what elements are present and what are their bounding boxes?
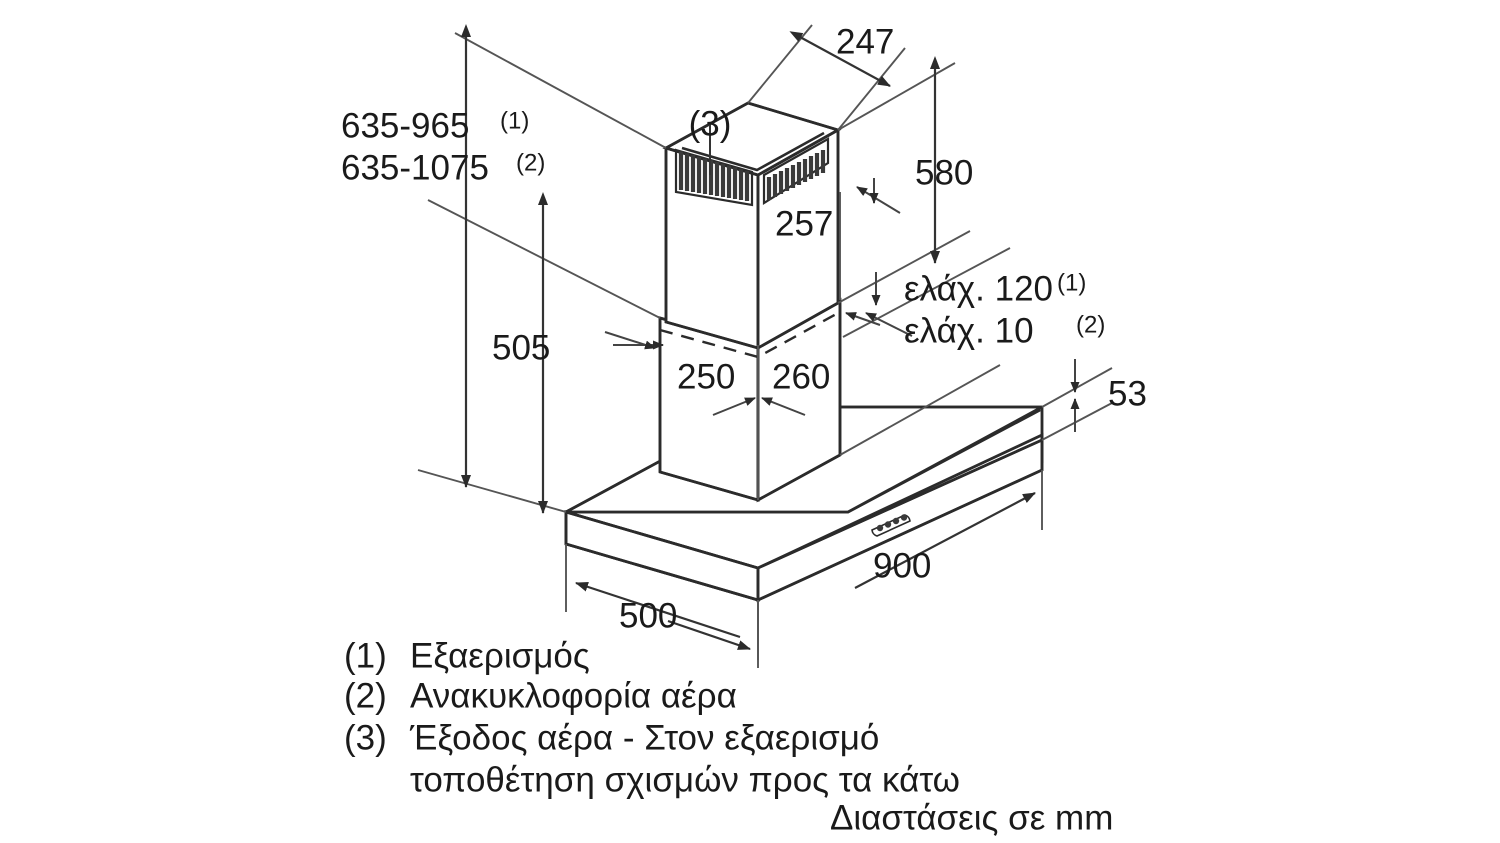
dimension-labels: 635-965 (1) 635-1075 (2) 247 580 (3) 257… [341,22,1147,635]
legend-block: (1) Εξαερισμός (2) Ανακυκλοφορία αέρα (3… [344,636,1113,837]
label-canopy-width: 900 [873,546,931,585]
label-canopy-depth: 500 [619,596,677,635]
label-flue-width-right: 260 [772,357,830,396]
label-upper-depth: 247 [836,22,894,61]
air-outlet-vent-right [762,137,830,205]
ext-247-right [837,47,906,131]
control-button-4[interactable] [900,514,908,521]
dimline-247 [789,31,891,87]
control-button-2[interactable] [884,521,892,528]
label-min-distance-recirc: ελάχ. 10 [904,311,1034,350]
dimline-900 [854,492,1036,589]
dimline-505-pointer [604,331,656,350]
dimline-260-bottom [761,397,806,416]
chimney-top-inner-rim [681,131,825,172]
legend-item-3-marker: (3) [344,718,387,757]
legend-item-2-marker: (2) [344,676,387,715]
label-min-distance-recirc-sup: (2) [1076,311,1105,338]
legend-units-note: Διαστάσεις σε mm [830,798,1113,837]
air-outlet-vent-left [674,148,754,207]
ext-247-left [747,24,813,104]
vent-right-frame [762,137,830,205]
dimline-500-right [667,619,751,651]
label-air-outlet-callout: (3) [689,104,732,143]
label-canopy-thickness: 53 [1108,374,1147,413]
extension-lines [417,24,1113,668]
ext-580-top-diagonal [837,62,956,131]
label-chimney-height-vent-sup: (1) [500,107,529,134]
label-chimney-height-recirc-sup: (2) [516,149,545,176]
vent-left-frame [674,148,754,207]
chimney-hidden-edge [659,310,841,359]
label-chimney-height-recirc: 635-1075 [341,148,489,187]
ext-53-bottom [1041,402,1113,441]
ext-min-top-diagonal [839,364,1001,456]
label-canopy-to-chimney: 505 [492,328,550,367]
legend-item-2-text: Ανακυκλοφορία αέρα [410,676,737,715]
label-flue-width-left: 250 [677,357,735,396]
dimline-257-upper [856,186,901,214]
dimline-500-left [575,581,741,639]
legend-item-1-marker: (1) [344,636,387,675]
dimline-250-bottom [712,397,756,416]
dimension-lines [461,24,1080,651]
legend-item-3-text: Έξοδος αέρα - Στον εξαερισμό [409,718,879,757]
control-button-1[interactable] [876,524,884,532]
canopy-left-front-face [564,510,760,602]
ext-top-left-diagonal [454,32,667,149]
control-button-3[interactable] [892,517,900,525]
legend-item-1-text: Εξαερισμός [410,636,590,675]
ext-580-bottom-diagonal [837,230,971,304]
dimline-min-lower [865,312,913,337]
ext-53-top [1041,367,1113,408]
label-chimney-height-vent: 635-965 [341,106,469,145]
label-lower-width-front: 257 [775,204,833,243]
legend-item-3-continuation: τοποθέτηση σχισμών προς τα κάτω [410,760,960,799]
control-panel[interactable] [871,514,911,537]
label-upper-height: 580 [915,153,973,192]
label-min-distance-vent: ελάχ. 120 [904,269,1053,308]
label-min-distance-vent-sup: (1) [1057,269,1086,296]
dimline-260-right [845,312,881,326]
